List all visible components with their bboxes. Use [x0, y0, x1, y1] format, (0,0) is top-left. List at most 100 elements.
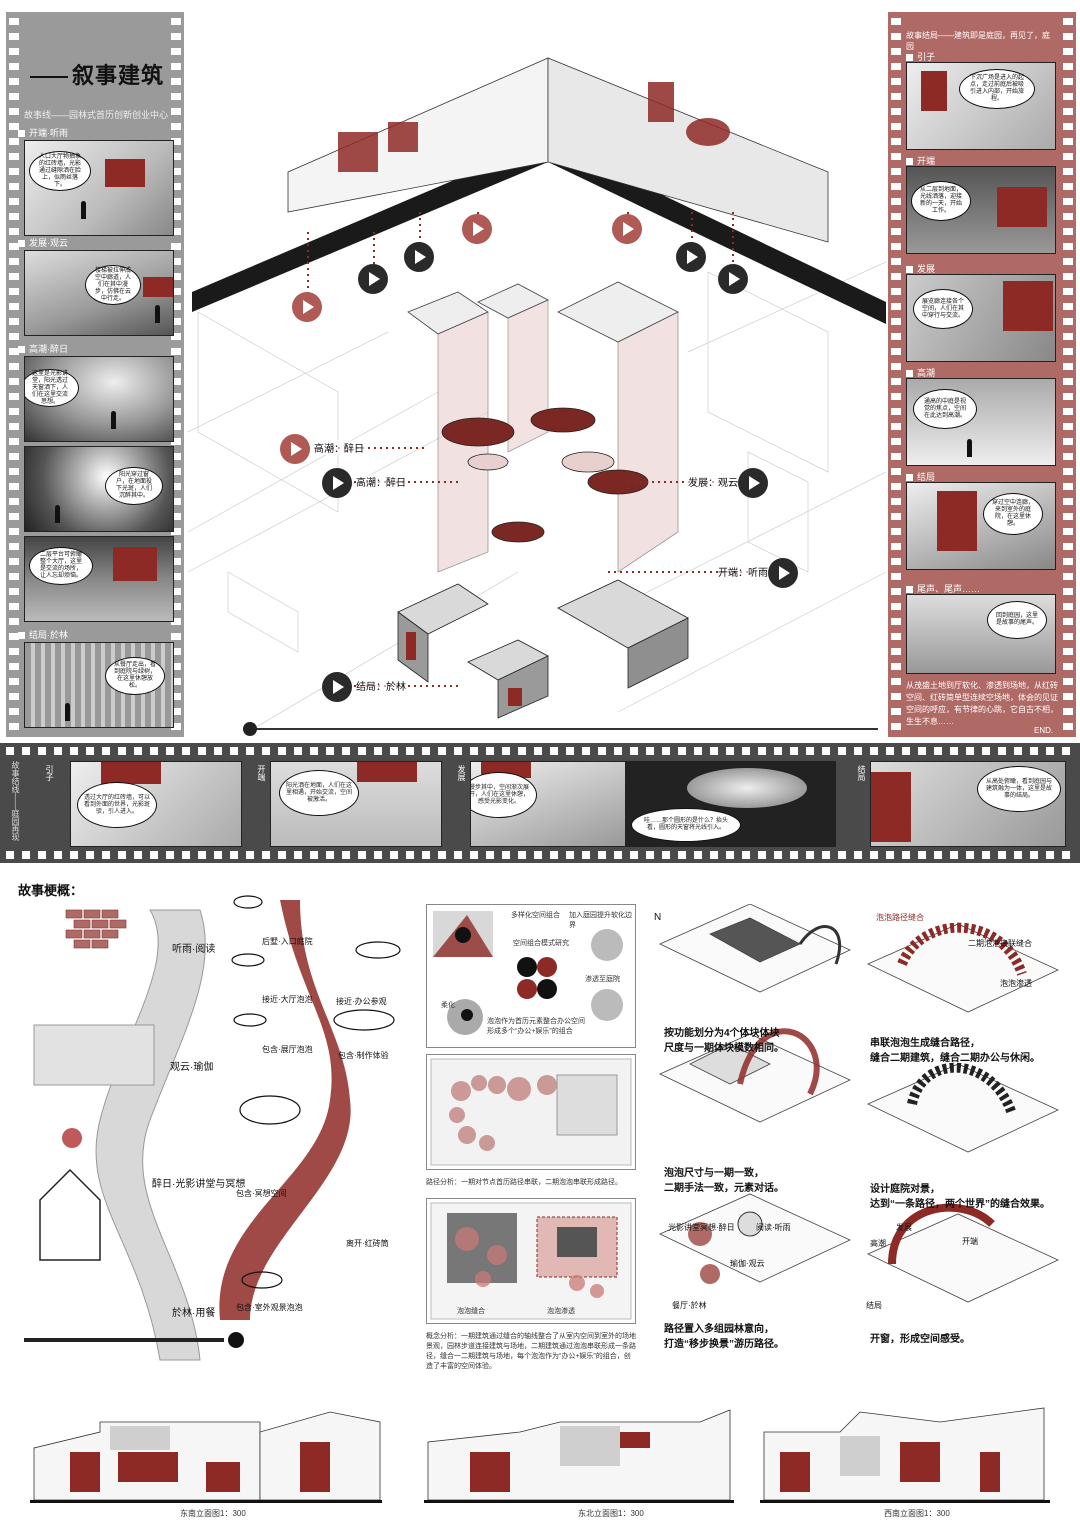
film-frame-label: 发展 [457, 765, 466, 781]
step-caption: 路径置入多组园林意向， 打造“移步换景”游历路径。 [664, 1324, 784, 1350]
left-frame-2: 楼梯被拉伸成空中廊道，人们在其中漫步，仿佛在云中行走。 [24, 250, 174, 336]
north-label: N [654, 912, 662, 923]
speech-bubble: 阳光穿过窗户，在地面投下光斑，人们沉醉其中。 [105, 467, 163, 505]
mini-label: 二期泡泡串联缝合 [968, 939, 1032, 948]
left-frame-4: 阳光穿过窗户，在地面投下光斑，人们沉醉其中。 [24, 446, 174, 532]
right-frame-4: 通高的中庭是视觉的焦点，空间在此达到高潮。 [906, 378, 1056, 466]
play-icon[interactable] [738, 468, 768, 498]
film-frame-4: 哇……那个圆形的是什么？抬头看，圆形的天窗将光线引入。 [626, 761, 836, 847]
story-label-climax-2: 高潮：醉日 [356, 474, 406, 489]
film-frame-2: 阳光洒在地面，人们在这里相遇，开始交流，空间被激活。 [270, 761, 442, 847]
step-caption: 开窗，形成空间感受。 [870, 1334, 970, 1345]
right-frame-6: 回到庭园，这里是故事的尾声。 [906, 594, 1056, 674]
story-label-development: 发展：观云 [688, 474, 738, 489]
play-icon[interactable] [612, 214, 642, 244]
story-outline-title: 故事梗概： [18, 883, 84, 898]
right-frame-3: 展览廊连接各个空间，人们在其中穿行与交流。 [906, 274, 1056, 362]
speech-bubble: 阳光洒在地面，人们在这里相遇，开始交流，空间被激活。 [279, 770, 359, 816]
mini-label: 瑜伽·观云 [730, 1259, 765, 1268]
mini-label: 泡泡路径缝合 [876, 913, 924, 922]
left-subtitle: 故事线——园林式首历创新创业中心 [24, 110, 169, 120]
panel-label: 多样化空间组合 [511, 912, 560, 919]
film-frame-1: 透过大厅的红砖墙，可以看到外面的世界，光影斑驳，引人进入。 [70, 761, 242, 847]
speech-bubble: 从高处俯瞰，看到庭园与建筑融为一体，这里是故事的结局。 [977, 766, 1061, 812]
film-perforation [891, 18, 901, 731]
concept-caption: 概念分析：一期建筑通过缝合的轴线整合了从室内空间到室外的场地景观，园林步道连接建… [426, 1333, 636, 1370]
ground-line [424, 1500, 734, 1503]
right-frame-label: 引子 [906, 50, 935, 63]
horizontal-film-strip: 故事结线——庭园再现 引子 透过大厅的红砖墙，可以看到外面的世界，光影斑驳，引人… [0, 743, 1080, 863]
play-icon[interactable] [462, 214, 492, 244]
mini-label: 发展 [896, 1223, 912, 1232]
film-tag: 故事结线——庭园再现 [11, 761, 20, 841]
film-perforation [6, 851, 1074, 859]
story-label: 包含·冥想空间 [236, 1189, 287, 1198]
play-icon[interactable] [768, 558, 798, 588]
mini-label: 开端 [962, 1237, 978, 1246]
ground-line [30, 1500, 382, 1503]
film-frame-label: 引子 [45, 765, 54, 781]
concept-panel-3: 泡泡缝合 泡泡渗透 [426, 1198, 636, 1324]
play-icon[interactable] [292, 292, 322, 322]
massing-steps-diagram [659, 904, 851, 1284]
panel-label: 柔化 [441, 1002, 455, 1009]
timeline-handle[interactable] [243, 722, 257, 736]
play-icon[interactable] [322, 468, 352, 498]
left-frame-3: 这里是光影讲堂，阳光透过天窗洒下，人们在这里交流思想。 [24, 356, 174, 442]
panel-label: 泡泡渗透 [547, 1308, 575, 1315]
right-frame-5: 穿过空中连廊，来到室外的庭院，在这里休憩。 [906, 482, 1056, 570]
suture-steps-diagram [867, 922, 1059, 1303]
ending-text: 从茂盛土地到厅软化、渗透到场地，从红砖空间、红砖简单型连续空场地，体会的见证空间… [906, 681, 1058, 726]
play-icon[interactable] [280, 434, 310, 464]
elevation-caption: 西南立面图1：300 [884, 1509, 950, 1518]
film-frame-3: 漫步其中，空间渐次展开，人们在这里休憩，感受光影变化。 [470, 761, 626, 847]
mini-label: 阅读·听雨 [756, 1223, 791, 1232]
story-label: 包含·制作体验 [338, 1051, 389, 1060]
speech-bubble: 楼梯被拉伸成空中廊道，人们在其中漫步，仿佛在云中行走。 [85, 265, 141, 305]
mini-label: 泡泡渗透 [1000, 979, 1032, 988]
story-label: 接近·大厅泡泡 [262, 995, 313, 1004]
elevation-caption: 东南立面图1：300 [180, 1509, 246, 1518]
right-frame-label: 高潮 [906, 366, 935, 379]
right-frame-2: 从二层到地面，光线洒落，迎接新的一天，开始工作。 [906, 166, 1056, 254]
play-icon[interactable] [404, 242, 434, 272]
story-ribbon-diagram [24, 895, 401, 1361]
bubble-combination-diagram [433, 911, 623, 1035]
story-label: 离开·红砖筒 [346, 1239, 389, 1248]
concept-panel-2 [426, 1054, 636, 1170]
right-strip-title: 故事结局——建筑即是庭园，再见了，庭园 [906, 31, 1050, 51]
mini-label: 光影讲堂冥想·醉日 [668, 1223, 735, 1232]
left-frame-label: 发展·观云 [18, 236, 68, 249]
play-icon[interactable] [718, 264, 748, 294]
panel-label: 加入庭园提升软化边界 [569, 912, 632, 929]
speech-bubble: 漫步其中，空间渐次展开，人们在这里休憩，感受光影变化。 [471, 772, 537, 818]
axonometric-diagram: 高潮：醉日 高潮：醉日 发展：观云 开端：听雨 结局：於林 [187, 12, 887, 740]
speech-bubble: 从餐厅走出，看到庭院与绿树，在这里休憩放松。 [105, 657, 165, 695]
left-frame-label: 开端·听雨 [18, 126, 68, 139]
speech-bubble: 从二层到地面，光线洒落，迎接新的一天，开始工作。 [911, 181, 971, 221]
speech-bubble: 通高的中庭是视觉的焦点，空间在此达到高潮。 [913, 389, 977, 429]
film-perforation [9, 18, 19, 731]
step-caption: 按功能划分为4个体块体块 尺度与一期体块模数相同。 [664, 1028, 784, 1054]
bubble-suture-plan [430, 1202, 632, 1320]
left-frame-5: 二层平台可俯瞰整个大厅，这里是交流的场所，让人忘却烦恼。 [24, 536, 174, 622]
end-mark: END. [1034, 726, 1054, 735]
story-label-beginning: 开端：听雨 [718, 564, 768, 579]
concept-panel-1: 多样化空间组合 加入庭园提升软化边界 空间组合模式研究 渗透至庭院 柔化 泡泡作… [426, 904, 636, 1048]
story-label-ending: 结局：於林 [356, 678, 406, 693]
play-icon[interactable] [322, 672, 352, 702]
speech-bubble: 展览廊连接各个空间，人们在其中穿行与交流。 [913, 289, 973, 329]
play-icon[interactable] [676, 242, 706, 272]
play-icon[interactable] [358, 264, 388, 294]
elevation-caption: 东北立面图1：300 [578, 1509, 644, 1518]
story-label: 后墅·入口庭院 [262, 937, 313, 946]
story-label: 於林·用餐 [172, 1308, 216, 1319]
panel-label: 泡泡缝合 [457, 1308, 485, 1315]
panel-label: 泡泡作为首历元素整合办公空间形成多个“办公+娱乐”的组合 [487, 1018, 585, 1035]
step-caption: 泡泡尺寸与一期一致， 二期手法一致，元素对话。 [664, 1168, 784, 1194]
speech-bubble: 穿过空中连廊，来到室外的庭院，在这里休憩。 [983, 493, 1043, 535]
elevations-drawing [33, 1407, 1045, 1501]
story-label: 观云·瑜伽 [170, 1062, 214, 1073]
speech-bubble: 透过大厅的红砖墙，可以看到外面的世界，光影斑驳，引人进入。 [77, 782, 157, 828]
story-label-climax: 高潮：醉日 [314, 440, 364, 455]
